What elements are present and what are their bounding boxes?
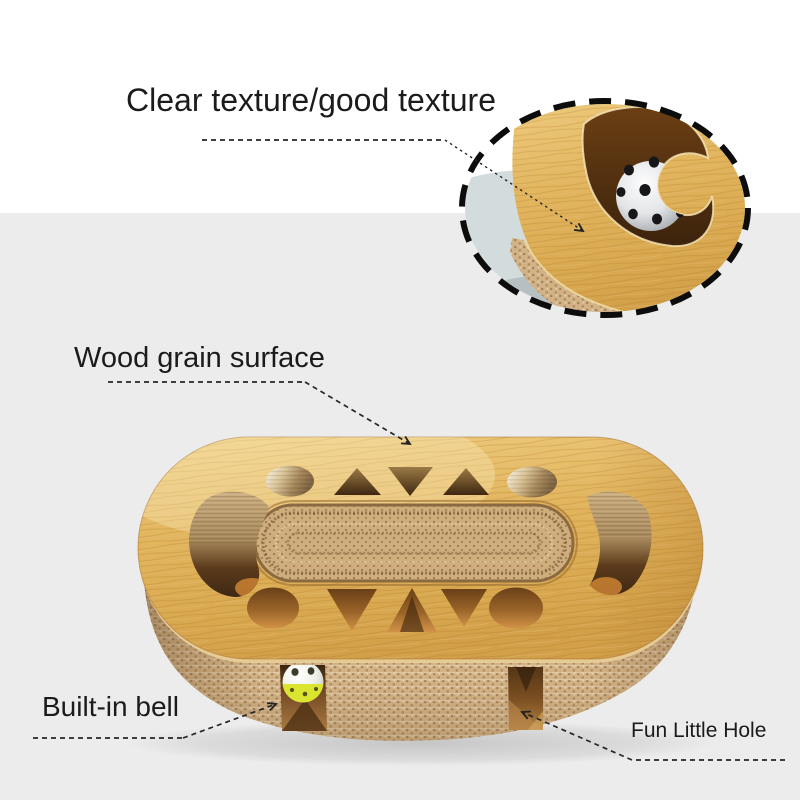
side-hole-right	[508, 667, 543, 730]
scratcher-board	[125, 436, 715, 766]
crescent-cutout-right	[588, 491, 652, 595]
bottom-row-cutouts	[247, 587, 543, 632]
leader-clear-texture	[202, 139, 585, 233]
bell-ball	[282, 665, 324, 703]
leader-built-in-bell	[33, 702, 278, 739]
board-shadow	[125, 720, 715, 766]
zoom-inset	[459, 98, 751, 318]
crescent-cutout-left	[189, 491, 270, 597]
leader-fun-little-hole	[520, 710, 785, 761]
scratch-pad	[250, 500, 578, 586]
leader-lines	[33, 139, 785, 761]
leader-wood-grain	[108, 381, 412, 446]
inset-dashed-border	[459, 98, 751, 318]
side-hole-left	[280, 665, 327, 731]
top-row-cutouts	[266, 465, 557, 498]
